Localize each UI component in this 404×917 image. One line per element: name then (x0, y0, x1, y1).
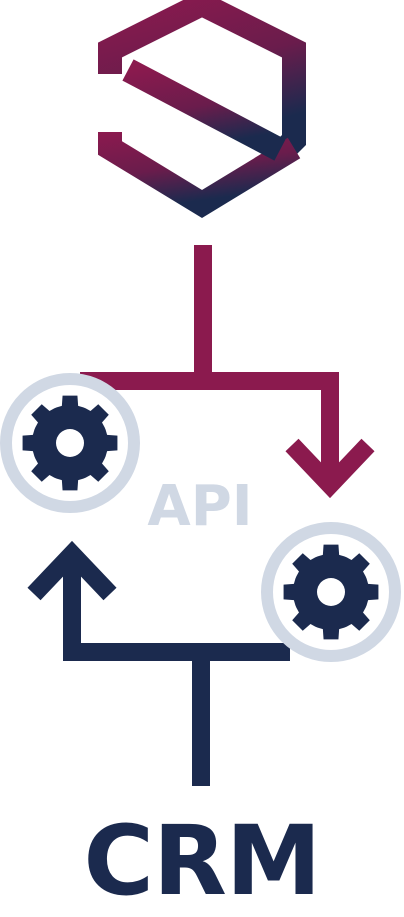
hexagon-s-logo-icon (98, 0, 306, 219)
gear-lower-right (261, 522, 401, 662)
gear-hole (317, 578, 345, 606)
gear-icon (283, 544, 379, 640)
inbound-flow-arrow (27, 540, 290, 786)
gear-hole (56, 429, 84, 457)
crm-label: CRM (83, 805, 322, 917)
api-label: API (147, 474, 253, 539)
gear-upper-left (0, 373, 140, 513)
gear-icon (22, 395, 118, 491)
outbound-flow-arrow (80, 245, 375, 499)
